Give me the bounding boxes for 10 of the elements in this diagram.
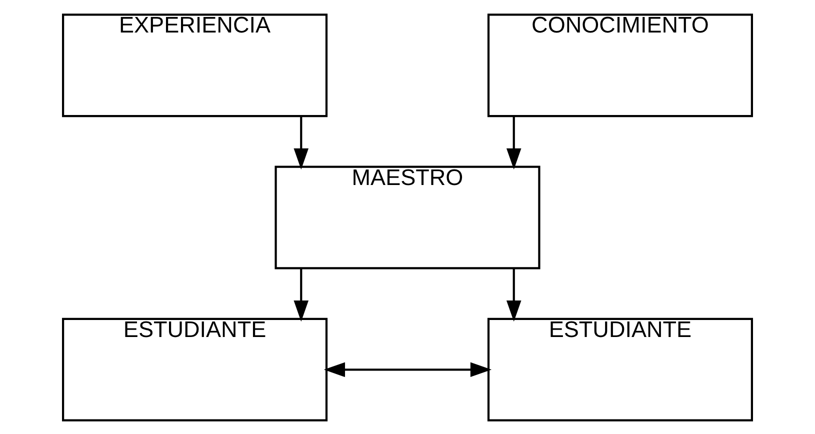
node-box: MAESTRO [274,165,540,269]
arrow [294,268,309,322]
node-box: EXPERIENCIA [62,13,328,117]
arrow [506,116,522,169]
arrow [506,268,522,322]
node-box: ESTUDIANTE [62,317,328,421]
node-box: CONOCIMIENTO [487,13,753,117]
node-box: ESTUDIANTE [487,317,753,421]
arrow [294,116,309,169]
arrow [324,362,492,377]
